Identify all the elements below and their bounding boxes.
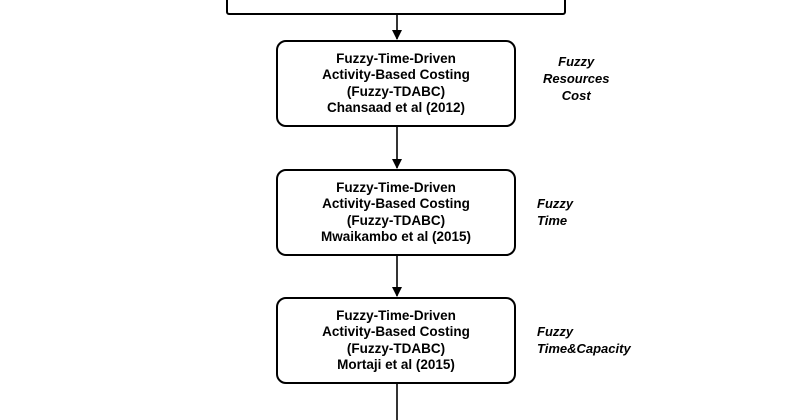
method-name-line-1: Fuzzy-Time-Driven [336, 179, 456, 195]
note-line-2: Time [537, 213, 568, 228]
method-box-chansaad: Fuzzy-Time-Driven Activity-Based Costing… [276, 40, 516, 127]
note-line-1: Fuzzy [537, 324, 574, 339]
fuzzy-focus-note-2: Fuzzy Time [537, 195, 573, 229]
fuzzy-focus-note-3: Fuzzy Time&Capacity [537, 323, 631, 357]
method-citation: Chansaad et al (2012) [326, 100, 466, 115]
method-name-line-2: Activity-Based Costing [322, 196, 470, 211]
fuzzy-focus-note-1: Fuzzy Resources Cost [543, 53, 609, 104]
method-acronym: (Fuzzy-TDABC) [346, 83, 446, 99]
method-name-line-2: Activity-Based Costing [322, 324, 470, 339]
method-box-mwaikambo: Fuzzy-Time-Driven Activity-Based Costing… [276, 169, 516, 256]
method-name-line-2: Activity-Based Costing [322, 67, 470, 82]
method-box-mortaji: Fuzzy-Time-Driven Activity-Based Costing… [276, 297, 516, 384]
method-citation: Mwaikambo et al (2015) [320, 229, 472, 244]
note-line-1: Fuzzy [537, 196, 574, 211]
note-line-3: Cost [561, 88, 591, 103]
method-citation: Mortaji et al (2015) [337, 357, 455, 372]
method-name-line-1: Fuzzy-Time-Driven [336, 50, 456, 66]
note-line-1: Fuzzy [558, 54, 595, 69]
previous-step-box [226, 0, 566, 15]
note-line-2: Resources [543, 71, 610, 86]
note-line-2: Time&Capacity [537, 341, 631, 356]
method-name-line-1: Fuzzy-Time-Driven [336, 307, 456, 323]
method-acronym: (Fuzzy-TDABC) [346, 340, 446, 356]
method-acronym: (Fuzzy-TDABC) [346, 212, 446, 228]
